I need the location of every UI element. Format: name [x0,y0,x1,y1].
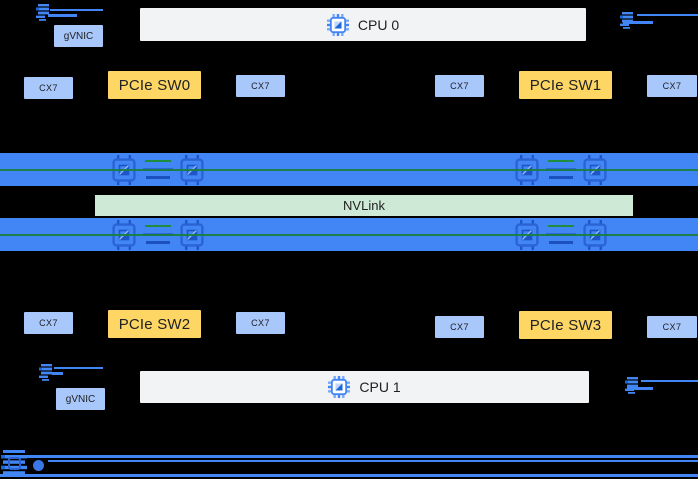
cx7-box: CX7 [647,316,697,338]
cx7-box: CX7 [236,312,285,334]
cx7-label: CX7 [450,322,469,332]
pcie-sw3-label: PCIe SW3 [529,316,602,334]
cpu-chip-icon [326,13,349,36]
nvlink-trace [0,234,698,236]
gvnic-label: gVNIC [63,30,94,42]
cpu1-box: CPU 1 [140,371,589,403]
cx7-box: CX7 [435,75,484,97]
offload-bar-mid-line [48,460,698,462]
cpu1-label: CPU 1 [359,379,401,395]
nvlink-bar: NVLink [95,195,633,216]
pcie-sw0-label: PCIe SW0 [118,76,191,94]
gpu-bar-bottom [0,218,698,251]
network-line [623,21,653,24]
network-line [50,9,103,11]
network-line [54,367,103,369]
gvnic-box-top: gVNIC [54,25,103,47]
nvlink-trace [0,169,698,171]
cx7-box: CX7 [435,316,484,338]
pcie-sw2-box: PCIe SW2 [108,310,201,338]
pcie-sw0-box: PCIe SW0 [108,71,201,99]
gvnic-box-bottom: gVNIC [56,388,105,410]
network-line [52,372,63,375]
cx7-label: CX7 [39,318,58,328]
pcie-sw2-label: PCIe SW2 [118,315,191,333]
gpu-bar-top [0,153,698,186]
cx7-box: CX7 [24,77,73,99]
offload-bar-top-line [10,455,698,458]
port-dot-icon [33,460,44,471]
cpu-chip-icon [328,376,351,398]
nic-icon [36,4,51,26]
cx7-label: CX7 [450,81,469,91]
offload-bar-bottom-line [0,474,698,477]
cx7-label: CX7 [662,81,682,91]
cx7-label: CX7 [251,318,270,328]
cx7-label: CX7 [39,83,58,93]
nic-icon [39,364,54,386]
pcie-sw3-box: PCIe SW3 [519,311,612,339]
network-line [48,14,77,17]
pcie-sw1-box: PCIe SW1 [519,71,612,99]
cpu0-box: CPU 0 [140,8,586,41]
gvnic-label: gVNIC [65,393,96,405]
cx7-box: CX7 [24,312,73,334]
cx7-box: CX7 [647,75,697,97]
cx7-label: CX7 [662,322,682,332]
offload-chip-icon [1,450,31,479]
network-line [627,387,653,390]
cx7-box: CX7 [236,75,285,97]
cpu0-label: CPU 0 [357,16,400,33]
pcie-sw1-label: PCIe SW1 [529,76,602,94]
network-line [637,14,698,16]
cx7-label: CX7 [251,81,270,91]
nvlink-label: NVLink [343,198,385,213]
network-line [641,380,698,382]
